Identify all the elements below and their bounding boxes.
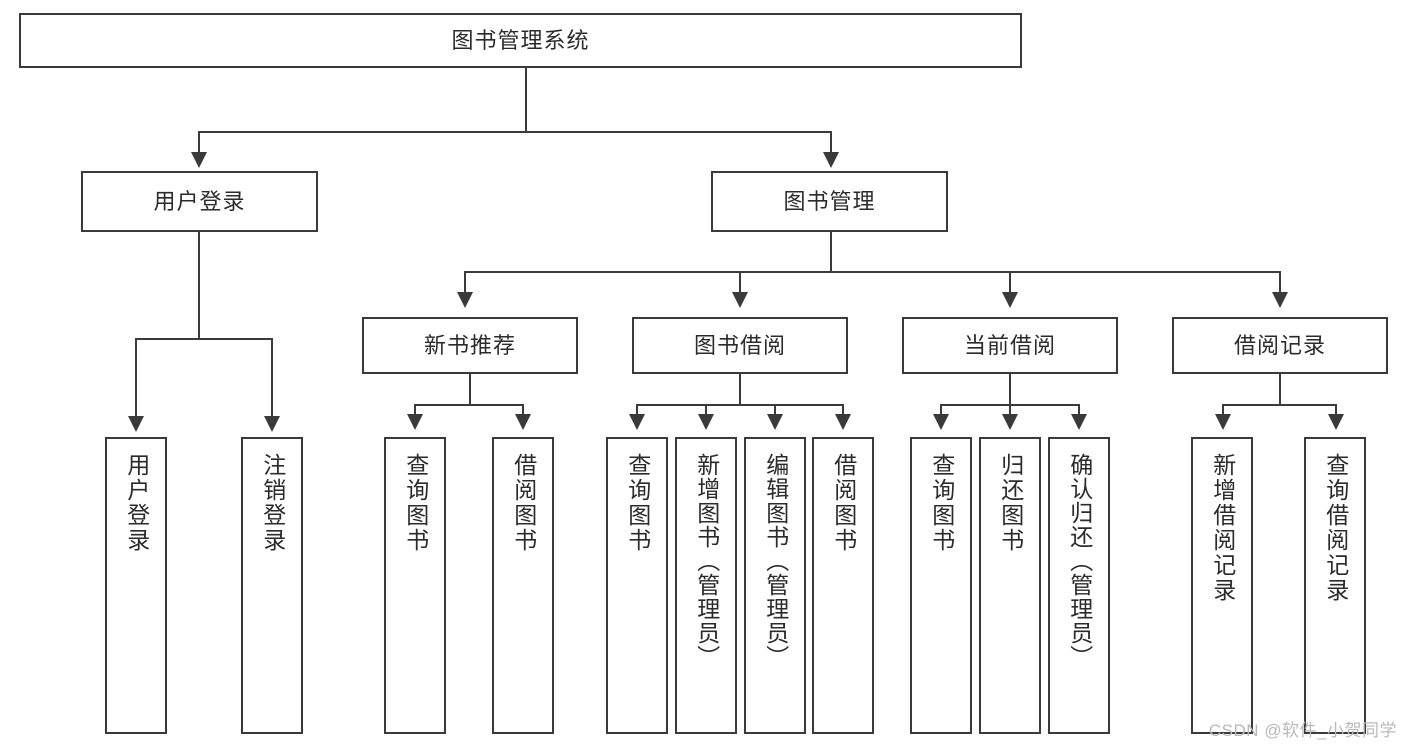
leaf-book-borrow-1[interactable]: 查询图书 [606, 437, 668, 734]
leaf-borrow-record-2-label: 查询借阅记录 [1322, 453, 1349, 603]
arrowhead-new-book [457, 292, 473, 308]
edge-new-book-stem [469, 374, 471, 405]
arrowhead-current-borrow-leaf-1 [933, 414, 949, 430]
arrowhead-current-borrow-leaf-2 [1002, 414, 1018, 430]
arrowhead-user-login-leaf-1 [128, 416, 144, 432]
leaf-current-borrow-2[interactable]: 归还图书 [979, 437, 1041, 734]
edge-current-borrow-to-leaf-1 [940, 404, 942, 416]
edge-current-borrow-to-leaf-3 [1078, 404, 1080, 416]
node-book-management[interactable]: 图书管理 [711, 171, 948, 232]
arrowhead-book-borrow-leaf-1 [629, 414, 645, 430]
leaf-book-borrow-4[interactable]: 借阅图书 [812, 437, 874, 734]
edge-book-mgmt-to-borrow-record [1279, 271, 1281, 295]
edge-borrow-record-stem [1279, 374, 1281, 405]
edge-borrow-record-bus [1222, 404, 1337, 406]
node-user-login[interactable]: 用户登录 [81, 171, 318, 232]
edge-book-borrow-stem [739, 374, 741, 405]
arrowhead-new-book-leaf-2 [515, 414, 531, 430]
edge-book-borrow-bus [636, 404, 844, 406]
leaf-borrow-record-1-label: 新增借阅记录 [1209, 453, 1236, 603]
node-book-borrow-label: 图书借阅 [693, 332, 786, 358]
leaf-new-book-2[interactable]: 借阅图书 [492, 437, 554, 734]
node-new-book-recommend[interactable]: 新书推荐 [362, 317, 578, 374]
watermark: CSDN @软件_小贺同学 [1208, 721, 1397, 740]
node-book-management-label: 图书管理 [783, 188, 876, 214]
leaf-user-login-1[interactable]: 用户登录 [105, 437, 167, 734]
leaf-borrow-record-1[interactable]: 新增借阅记录 [1191, 437, 1253, 734]
edge-user-login-bus [135, 338, 273, 340]
arrowhead-book-mgmt [823, 152, 839, 168]
edge-current-borrow-to-leaf-2 [1009, 404, 1011, 416]
leaf-user-login-2[interactable]: 注销登录 [241, 437, 303, 734]
leaf-current-borrow-2-label: 归还图书 [997, 453, 1024, 553]
node-book-borrow[interactable]: 图书借阅 [632, 317, 848, 374]
leaf-new-book-2-label: 借阅图书 [510, 453, 537, 553]
node-root[interactable]: 图书管理系统 [19, 13, 1022, 68]
node-borrow-record[interactable]: 借阅记录 [1172, 317, 1388, 374]
arrowhead-book-borrow-leaf-4 [835, 414, 851, 430]
edge-current-borrow-stem [1009, 374, 1011, 405]
arrowhead-book-borrow-leaf-2 [698, 414, 714, 430]
leaf-book-borrow-4-label: 借阅图书 [830, 453, 857, 553]
edge-book-mgmt-bus [464, 271, 1281, 273]
edge-borrow-record-to-leaf-2 [1335, 404, 1337, 416]
node-current-borrow[interactable]: 当前借阅 [902, 317, 1118, 374]
node-current-borrow-label: 当前借阅 [963, 332, 1056, 358]
leaf-current-borrow-1-label: 查询图书 [928, 453, 955, 553]
edge-root-to-book-mgmt [830, 131, 832, 157]
edge-book-mgmt-to-book-borrow [739, 271, 741, 295]
edge-root-bus [198, 131, 832, 133]
arrowhead-user-login-leaf-2 [264, 416, 280, 432]
leaf-new-book-1-label: 查询图书 [402, 453, 429, 553]
arrowhead-borrow-record [1272, 292, 1288, 308]
leaf-book-borrow-2[interactable]: 新增图书（管理员） [675, 437, 737, 734]
leaf-borrow-record-2[interactable]: 查询借阅记录 [1304, 437, 1366, 734]
edge-book-borrow-to-leaf-2 [705, 404, 707, 416]
leaf-user-login-2-label: 注销登录 [259, 453, 286, 553]
leaf-book-borrow-1-label: 查询图书 [624, 453, 651, 553]
edge-user-login-stem [198, 232, 200, 339]
edge-new-book-to-leaf-1 [414, 404, 416, 416]
arrowhead-book-borrow [732, 292, 748, 308]
node-user-login-label: 用户登录 [153, 188, 246, 214]
arrowhead-current-borrow-leaf-3 [1071, 414, 1087, 430]
leaf-current-borrow-3[interactable]: 确认归还（管理员） [1048, 437, 1110, 734]
node-new-book-recommend-label: 新书推荐 [423, 332, 516, 358]
edge-new-book-bus [414, 404, 524, 406]
edge-user-login-to-leaf-2 [271, 338, 273, 420]
edge-root-to-user-login [198, 131, 200, 157]
leaf-new-book-1[interactable]: 查询图书 [384, 437, 446, 734]
edge-user-login-to-leaf-1 [135, 338, 137, 420]
leaf-current-borrow-3-label: 确认归还（管理员） [1066, 453, 1093, 669]
arrowhead-borrow-record-leaf-2 [1328, 414, 1344, 430]
arrowhead-current-borrow [1002, 292, 1018, 308]
edge-book-borrow-to-leaf-4 [842, 404, 844, 416]
arrowhead-borrow-record-leaf-1 [1215, 414, 1231, 430]
edge-book-mgmt-to-current-borrow [1009, 271, 1011, 295]
edge-book-mgmt-to-new-book [464, 271, 466, 295]
leaf-user-login-1-label: 用户登录 [123, 453, 150, 553]
arrowhead-new-book-leaf-1 [407, 414, 423, 430]
leaf-current-borrow-1[interactable]: 查询图书 [910, 437, 972, 734]
edge-book-borrow-to-leaf-3 [774, 404, 776, 416]
edge-book-borrow-to-leaf-1 [636, 404, 638, 416]
leaf-book-borrow-3-label: 编辑图书（管理员） [762, 453, 789, 669]
edge-borrow-record-to-leaf-1 [1222, 404, 1224, 416]
leaf-book-borrow-3[interactable]: 编辑图书（管理员） [744, 437, 806, 734]
node-borrow-record-label: 借阅记录 [1233, 332, 1326, 358]
edge-root-stem [525, 68, 527, 132]
node-root-label: 图书管理系统 [451, 27, 590, 53]
arrowhead-book-borrow-leaf-3 [767, 414, 783, 430]
edge-new-book-to-leaf-2 [522, 404, 524, 416]
arrowhead-user-login [191, 152, 207, 168]
leaf-book-borrow-2-label: 新增图书（管理员） [693, 453, 720, 669]
edge-book-mgmt-stem [830, 232, 832, 272]
